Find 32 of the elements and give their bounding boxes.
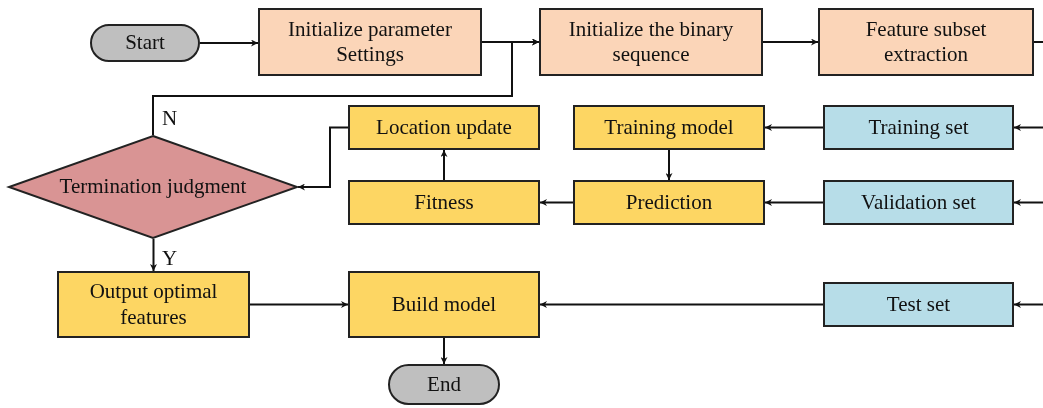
process-box: Initialize parameter Settings <box>258 8 482 76</box>
process-box: Location update <box>348 105 540 150</box>
arrow <box>150 238 157 272</box>
process-box: Prediction <box>573 180 765 225</box>
arrow <box>199 39 259 47</box>
process-box: Fitness <box>348 180 540 225</box>
arrow <box>1013 301 1043 308</box>
arrow <box>152 38 540 136</box>
arrow <box>440 337 448 365</box>
terminal-pill: Start <box>90 24 200 62</box>
data-box: Validation set <box>823 180 1014 225</box>
arrow <box>440 149 448 181</box>
process-box: Build model <box>348 271 540 338</box>
arrow <box>665 149 673 181</box>
data-box: Training set <box>823 105 1014 150</box>
arrow <box>249 301 349 308</box>
process-box: Feature subset extraction <box>818 8 1034 76</box>
arrow <box>764 199 824 206</box>
arrow <box>1013 124 1043 131</box>
data-box: Test set <box>823 282 1014 327</box>
process-box: Training model <box>573 105 765 150</box>
arrow <box>764 124 824 131</box>
process-box: Output optimal features <box>57 271 250 338</box>
arrow <box>1013 199 1043 206</box>
decision-diamond: Termination judgment <box>8 135 298 239</box>
arrow <box>539 199 574 206</box>
arrow <box>762 38 819 46</box>
terminal-pill: End <box>388 364 500 405</box>
arrow <box>297 126 349 191</box>
connector-line <box>1033 41 1043 43</box>
arrow <box>539 301 824 308</box>
process-box: Initialize the binary sequence <box>539 8 763 76</box>
